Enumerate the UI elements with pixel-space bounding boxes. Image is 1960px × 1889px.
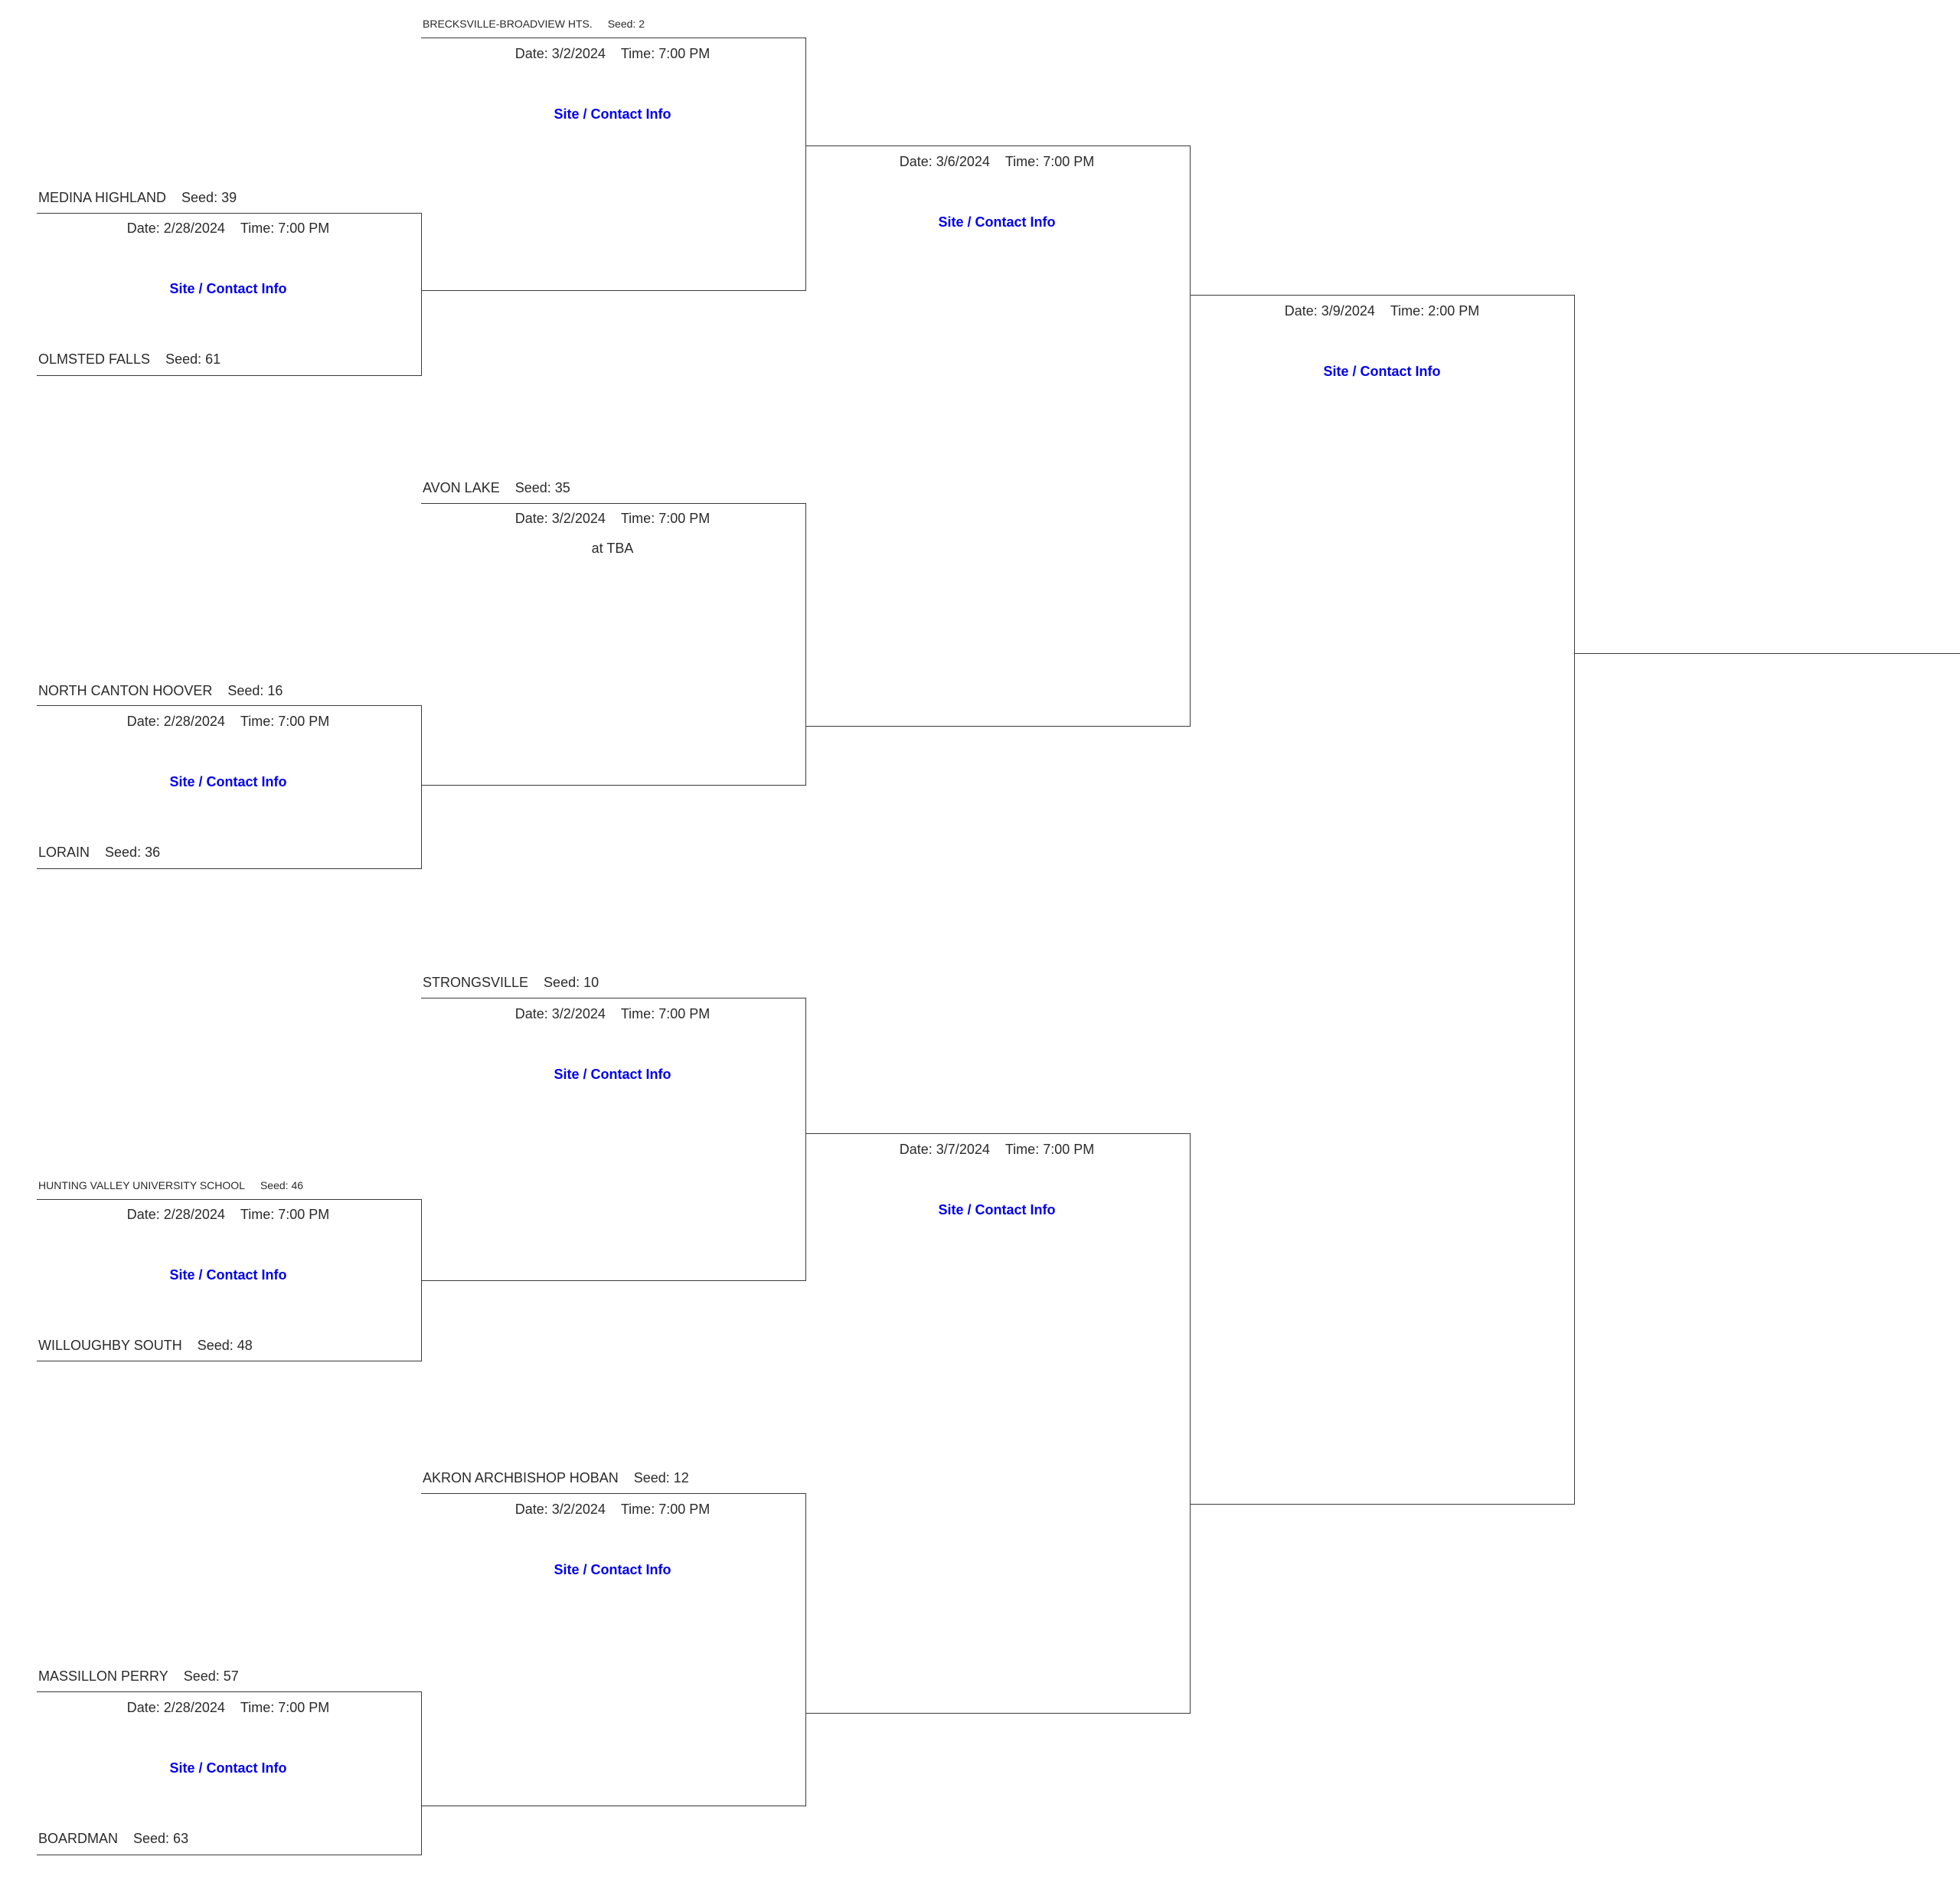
game-time: Time: 7:00 PM bbox=[240, 714, 330, 729]
game-time: Time: 7:00 PM bbox=[1004, 154, 1095, 169]
game-date: Date: 2/28/2024 bbox=[126, 1207, 225, 1222]
team-seed: Seed: 57 bbox=[183, 1668, 239, 1684]
team-seed: Seed: 16 bbox=[227, 683, 283, 698]
team-seed: Seed: 10 bbox=[544, 975, 599, 990]
game-bracket-box bbox=[421, 503, 806, 786]
game-info: Date: 3/7/2024 Time: 7:00 PM bbox=[900, 1141, 1094, 1158]
site-contact-link[interactable]: Site / Contact Info bbox=[938, 214, 1056, 230]
game-bracket-box bbox=[37, 213, 422, 376]
team-name: MEDINA HIGHLAND bbox=[38, 190, 167, 205]
game-date: Date: 3/2/2024 bbox=[514, 1006, 606, 1021]
game-time: Time: 7:00 PM bbox=[620, 511, 710, 526]
game-info: Date: 3/2/2024 Time: 7:00 PM bbox=[515, 1501, 710, 1518]
team-slot: HUNTING VALLEY UNIVERSITY SCHOOL Seed: 46 bbox=[38, 1177, 303, 1194]
game-bracket-box bbox=[37, 705, 422, 869]
team-slot: WILLOUGHBY SOUTH Seed: 48 bbox=[38, 1337, 253, 1354]
game-bracket-box bbox=[1190, 295, 1575, 1505]
team-name: MASSILLON PERRY bbox=[38, 1668, 168, 1684]
game-info: Date: 2/28/2024 Time: 7:00 PM bbox=[127, 1206, 329, 1223]
team-slot: AKRON ARCHBISHOP HOBAN Seed: 12 bbox=[423, 1469, 689, 1486]
team-name: OLMSTED FALLS bbox=[38, 351, 151, 367]
team-seed: Seed: 61 bbox=[165, 351, 221, 367]
site-contact-link[interactable]: Site / Contact Info bbox=[554, 1562, 671, 1577]
game-info: Date: 2/28/2024 Time: 7:00 PM bbox=[127, 220, 329, 237]
game-date: Date: 2/28/2024 bbox=[126, 221, 225, 236]
team-name: STRONGSVILLE bbox=[423, 975, 529, 990]
game-time: Time: 7:00 PM bbox=[240, 1207, 330, 1222]
team-slot: AVON LAKE Seed: 35 bbox=[423, 479, 570, 496]
game-time: Time: 7:00 PM bbox=[620, 1502, 710, 1517]
site-contact-link[interactable]: Site / Contact Info bbox=[169, 774, 287, 789]
team-seed: Seed: 35 bbox=[514, 480, 570, 495]
team-seed: Seed: 12 bbox=[633, 1470, 689, 1485]
game-time: Time: 7:00 PM bbox=[620, 46, 710, 61]
site-contact-link[interactable]: Site / Contact Info bbox=[169, 281, 287, 296]
team-slot: LORAIN Seed: 36 bbox=[38, 844, 160, 861]
site-text: at TBA bbox=[591, 541, 634, 556]
team-name: AVON LAKE bbox=[423, 480, 500, 495]
team-name: BOARDMAN bbox=[38, 1831, 119, 1846]
site-contact-link[interactable]: Site / Contact Info bbox=[169, 1267, 287, 1283]
team-seed: Seed: 63 bbox=[133, 1831, 189, 1846]
game-time: Time: 7:00 PM bbox=[620, 1006, 710, 1021]
game-bracket-box bbox=[421, 38, 806, 291]
team-seed: Seed: 36 bbox=[105, 845, 161, 860]
game-time: Time: 2:00 PM bbox=[1390, 303, 1480, 319]
game-info: Date: 3/2/2024 Time: 7:00 PM bbox=[515, 1005, 710, 1022]
team-seed: Seed: 2 bbox=[607, 18, 645, 30]
game-date: Date: 2/28/2024 bbox=[126, 714, 225, 729]
game-time: Time: 7:00 PM bbox=[1004, 1142, 1095, 1157]
site-contact-link[interactable]: Site / Contact Info bbox=[554, 1067, 671, 1082]
team-name: WILLOUGHBY SOUTH bbox=[38, 1338, 182, 1353]
team-slot: OLMSTED FALLS Seed: 61 bbox=[38, 351, 220, 368]
game-date: Date: 3/2/2024 bbox=[514, 46, 606, 61]
game-bracket-box bbox=[37, 1199, 422, 1361]
game-bracket-box bbox=[805, 145, 1191, 727]
winner-line bbox=[1574, 653, 1960, 654]
game-info: Date: 3/2/2024 Time: 7:00 PM bbox=[515, 510, 710, 527]
team-name: NORTH CANTON HOOVER bbox=[38, 683, 213, 698]
team-slot: BRECKSVILLE-BROADVIEW HTS. Seed: 2 bbox=[423, 15, 645, 32]
game-info: Date: 2/28/2024 Time: 7:00 PM bbox=[127, 1699, 329, 1716]
game-info: Date: 2/28/2024 Time: 7:00 PM bbox=[127, 713, 329, 730]
game-date: Date: 3/6/2024 bbox=[899, 154, 990, 169]
game-info: Date: 3/2/2024 Time: 7:00 PM bbox=[515, 45, 710, 62]
team-name: HUNTING VALLEY UNIVERSITY SCHOOL bbox=[38, 1179, 245, 1191]
site-contact-link[interactable]: Site / Contact Info bbox=[554, 106, 671, 122]
team-name: AKRON ARCHBISHOP HOBAN bbox=[423, 1470, 619, 1485]
team-slot: BOARDMAN Seed: 63 bbox=[38, 1830, 188, 1847]
game-bracket-box bbox=[805, 1133, 1191, 1714]
team-seed: Seed: 48 bbox=[197, 1338, 253, 1353]
team-name: LORAIN bbox=[38, 845, 90, 860]
game-time: Time: 7:00 PM bbox=[240, 1700, 330, 1715]
team-slot: MASSILLON PERRY Seed: 57 bbox=[38, 1668, 239, 1685]
team-slot: NORTH CANTON HOOVER Seed: 16 bbox=[38, 682, 283, 699]
site-contact-link[interactable]: Site / Contact Info bbox=[938, 1202, 1056, 1217]
site-contact-link[interactable]: Site / Contact Info bbox=[1323, 364, 1441, 379]
game-info: Date: 3/6/2024 Time: 7:00 PM bbox=[900, 153, 1094, 170]
game-date: Date: 3/9/2024 bbox=[1284, 303, 1375, 319]
game-bracket-box bbox=[421, 998, 806, 1281]
game-bracket-box bbox=[37, 1691, 422, 1855]
game-info: Date: 3/9/2024 Time: 2:00 PM bbox=[1285, 302, 1479, 319]
game-bracket-box bbox=[421, 1493, 806, 1806]
game-date: Date: 3/7/2024 bbox=[899, 1142, 990, 1157]
game-date: Date: 3/2/2024 bbox=[514, 1502, 606, 1517]
game-date: Date: 3/2/2024 bbox=[514, 511, 606, 526]
site-contact-link[interactable]: Site / Contact Info bbox=[169, 1760, 287, 1776]
team-slot: STRONGSVILLE Seed: 10 bbox=[423, 974, 599, 991]
team-name: BRECKSVILLE-BROADVIEW HTS. bbox=[423, 18, 593, 30]
team-seed: Seed: 46 bbox=[260, 1179, 304, 1191]
game-date: Date: 2/28/2024 bbox=[126, 1700, 225, 1715]
team-seed: Seed: 39 bbox=[181, 190, 237, 205]
team-slot: MEDINA HIGHLAND Seed: 39 bbox=[38, 189, 237, 206]
game-time: Time: 7:00 PM bbox=[240, 221, 330, 236]
